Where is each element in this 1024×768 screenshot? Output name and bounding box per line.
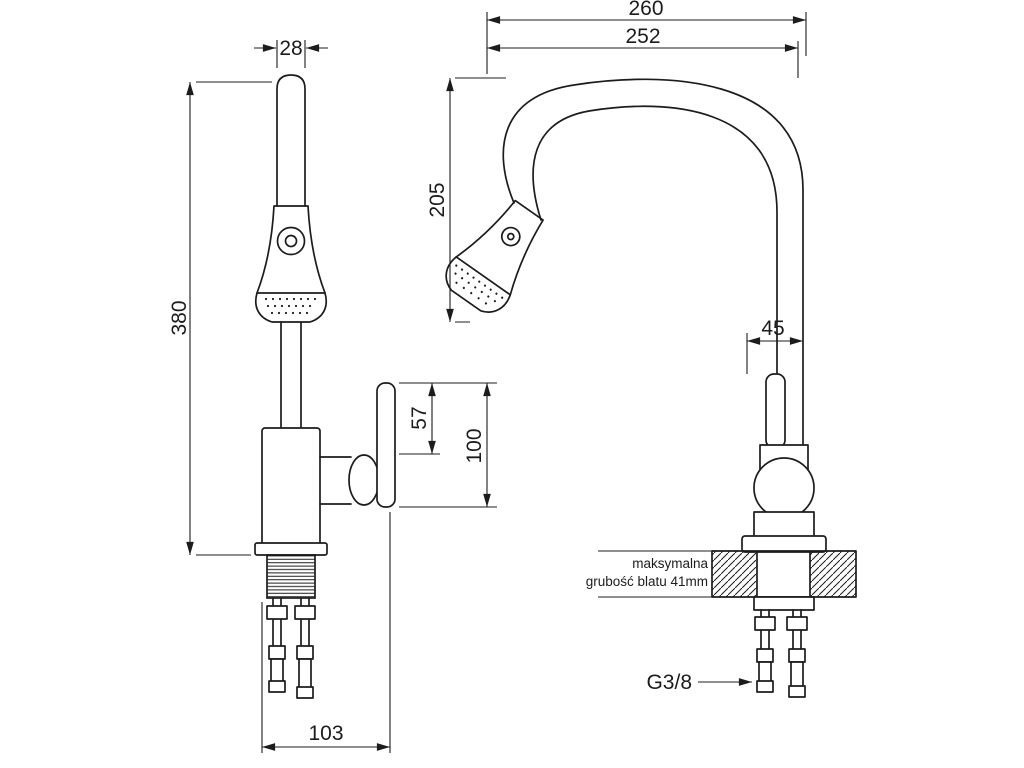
dim-260-label: 260 xyxy=(628,0,663,20)
left-handle-joint xyxy=(348,454,380,506)
right-hose-end-1 xyxy=(756,680,774,693)
right-hose-fitting-2 xyxy=(788,648,806,663)
right-gooseneck-outer xyxy=(502,78,804,446)
right-hose-fitting-1 xyxy=(756,648,774,663)
left-cartridge-connector xyxy=(319,456,352,505)
dim-100-label: 100 xyxy=(463,428,486,463)
countertop-note-line2: grubość blatu 41mm xyxy=(586,574,708,589)
dim-28-label: 28 xyxy=(279,37,302,60)
left-mounting-nut-2 xyxy=(294,605,316,620)
dim-380-label: 380 xyxy=(168,300,191,335)
countertop-note-line1: maksymalna xyxy=(632,556,708,571)
left-spray-face xyxy=(254,292,328,323)
right-spray-button-inner xyxy=(506,232,515,241)
right-spray-button-outer xyxy=(500,226,521,247)
right-spray-head-cone xyxy=(455,199,544,296)
dimension-252: 252 xyxy=(487,25,799,78)
right-hose-end-2 xyxy=(788,685,806,698)
dimension-103: 103 xyxy=(261,512,391,753)
left-hose-fitting-1 xyxy=(268,645,286,660)
right-hose-2 xyxy=(790,661,804,689)
left-hose-fitting-2 xyxy=(296,645,314,660)
right-spray-head xyxy=(445,199,544,313)
countertop-slab-right xyxy=(810,551,856,597)
dim-103-label: 103 xyxy=(308,722,343,745)
countertop-note: maksymalna grubość blatu 41mm xyxy=(586,550,712,598)
dim-45-label: 45 xyxy=(761,317,784,340)
thread-callout: G3/8 xyxy=(646,671,752,694)
right-body-sphere xyxy=(753,457,815,519)
left-spray-button-outer xyxy=(276,226,306,256)
left-riser-pipe xyxy=(280,321,302,429)
right-mounting-nut-1 xyxy=(754,616,776,631)
left-hose-end-2 xyxy=(296,686,314,699)
dim-252-label: 252 xyxy=(625,25,660,48)
left-hose-1 xyxy=(270,658,284,683)
right-handle-lever xyxy=(765,373,786,449)
left-threaded-shank xyxy=(266,554,316,599)
left-handle-lever xyxy=(376,382,396,508)
thread-size-label: G3/8 xyxy=(646,671,692,694)
left-base-plate xyxy=(254,542,328,556)
countertop-slab-left xyxy=(712,551,757,597)
dimension-260: 260 xyxy=(486,0,807,74)
dimension-28: 28 xyxy=(254,37,328,68)
left-hose-2 xyxy=(298,658,312,689)
right-mounting-studs xyxy=(760,609,802,653)
right-hose-1 xyxy=(758,661,772,684)
right-mounting-nut-2 xyxy=(786,616,808,631)
left-faucet-body xyxy=(261,427,321,547)
left-spray-button-inner xyxy=(284,234,298,248)
left-spray-perforations xyxy=(264,297,317,315)
dimension-100: 100 xyxy=(399,383,497,508)
left-mounting-studs xyxy=(272,597,310,647)
right-view-faucet xyxy=(445,78,857,698)
dimension-380: 380 xyxy=(168,81,272,556)
dimension-45: 45 xyxy=(746,317,803,374)
dim-57-label: 57 xyxy=(408,406,431,429)
left-view-faucet xyxy=(254,74,396,699)
left-mounting-nut-1 xyxy=(266,605,288,620)
left-spout-pipe xyxy=(276,74,306,207)
dimension-205: 205 xyxy=(426,77,506,323)
right-locknut xyxy=(753,596,815,611)
dim-205-label: 205 xyxy=(426,182,449,217)
left-hose-end-1 xyxy=(268,680,286,693)
right-spray-perforations xyxy=(454,264,504,305)
dimension-57: 57 xyxy=(399,382,497,455)
right-base-flange xyxy=(741,535,827,553)
right-gooseneck-inner xyxy=(532,105,778,446)
left-spray-head-cone xyxy=(256,205,326,294)
right-body-base xyxy=(753,511,815,539)
